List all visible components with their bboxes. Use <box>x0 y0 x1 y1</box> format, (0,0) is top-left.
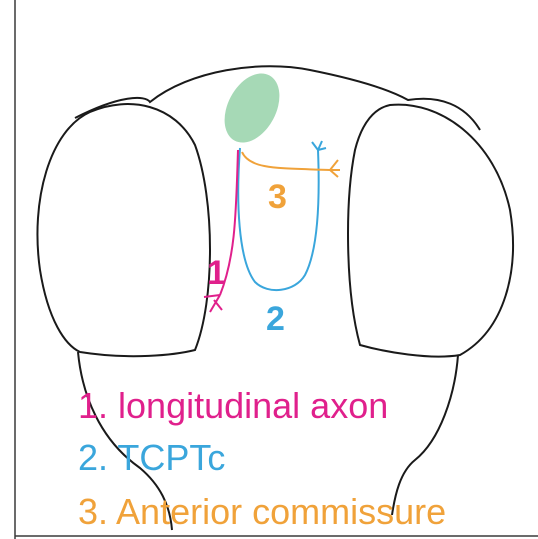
pathway-number-3: 3 <box>268 178 287 216</box>
pathway-number-2: 2 <box>266 300 285 338</box>
anterior-commissure-terminal <box>330 160 340 177</box>
green-nucleus <box>213 64 290 152</box>
pathway-number-1: 1 <box>207 254 226 292</box>
legend-item-anterior-commissure: 3. Anterior commissure <box>78 491 446 532</box>
anterior-commissure-pathway <box>242 152 330 170</box>
legend-item-tcptc: 2. TCPTc <box>78 437 225 478</box>
legend-item-longitudinal-axon: 1. longitudinal axon <box>78 385 388 426</box>
tcptc-terminal <box>312 141 326 150</box>
left-eye <box>37 104 210 356</box>
right-eye <box>348 105 513 357</box>
